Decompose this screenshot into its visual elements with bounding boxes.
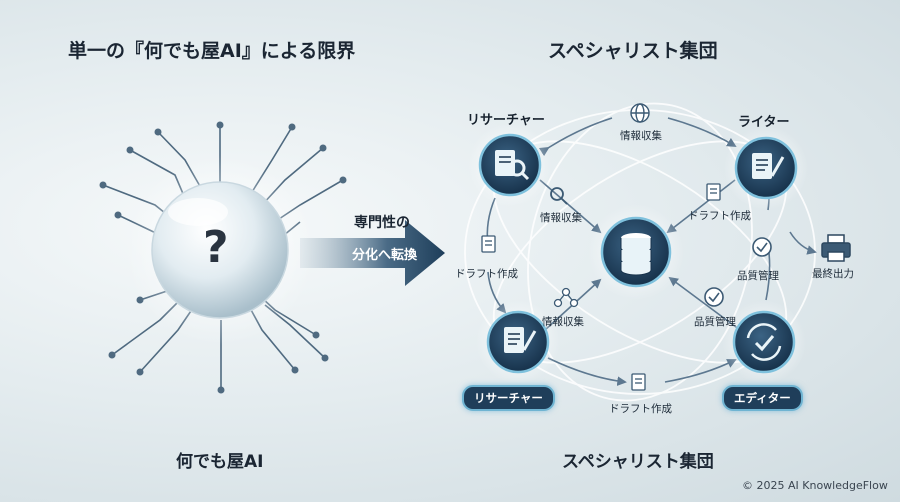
copyright: © 2025 AI KnowledgeFlow bbox=[742, 479, 888, 492]
label-bottom-draft: ドラフト作成 bbox=[609, 403, 672, 415]
label-left-draft: ドラフト作成 bbox=[455, 268, 518, 280]
check-icon bbox=[752, 237, 772, 257]
left-title: 単一の『何でも屋AI』による限界 bbox=[68, 40, 356, 62]
document-icon bbox=[706, 183, 721, 201]
editor-node-icon bbox=[722, 300, 806, 384]
network-icon bbox=[553, 287, 579, 308]
label-lower-info: 情報収集 bbox=[542, 316, 584, 328]
network-nodes bbox=[99, 121, 347, 394]
question-icon: ? bbox=[203, 222, 229, 273]
label-inner-info: 情報収集 bbox=[540, 212, 582, 224]
researcher-pill: リサーチャー bbox=[462, 385, 555, 411]
draft-icon bbox=[481, 235, 496, 253]
bottom-draft-icon bbox=[631, 373, 646, 391]
writer-node-icon bbox=[724, 126, 808, 210]
role-researcher: リサーチャー bbox=[467, 113, 545, 128]
label-top-info: 情報収集 bbox=[620, 130, 662, 142]
printer-icon bbox=[821, 234, 851, 262]
label-final-output: 最終出力 bbox=[812, 268, 854, 280]
arrow-inner-text: 分化へ転換 bbox=[352, 248, 418, 263]
arrow-top-text: 専門性の bbox=[354, 215, 410, 231]
label-right-quality: 品質管理 bbox=[737, 270, 779, 282]
label-lower-quality: 品質管理 bbox=[694, 316, 736, 328]
right-caption: スペシャリスト集団 bbox=[562, 452, 714, 472]
researcher-node-icon bbox=[468, 123, 552, 207]
right-title: スペシャリスト集団 bbox=[548, 40, 718, 62]
globe-icon bbox=[630, 103, 650, 123]
database-icon bbox=[588, 204, 684, 300]
label-inner-draft: ドラフト作成 bbox=[688, 210, 751, 222]
quality-check-icon bbox=[704, 287, 724, 307]
transition-arrow bbox=[300, 220, 445, 286]
left-caption: 何でも屋AI bbox=[176, 452, 264, 472]
editor-pill: エディター bbox=[722, 385, 803, 411]
researcher-node-bottom-icon bbox=[476, 300, 560, 384]
search-icon bbox=[550, 187, 568, 205]
role-writer: ライター bbox=[738, 115, 790, 130]
